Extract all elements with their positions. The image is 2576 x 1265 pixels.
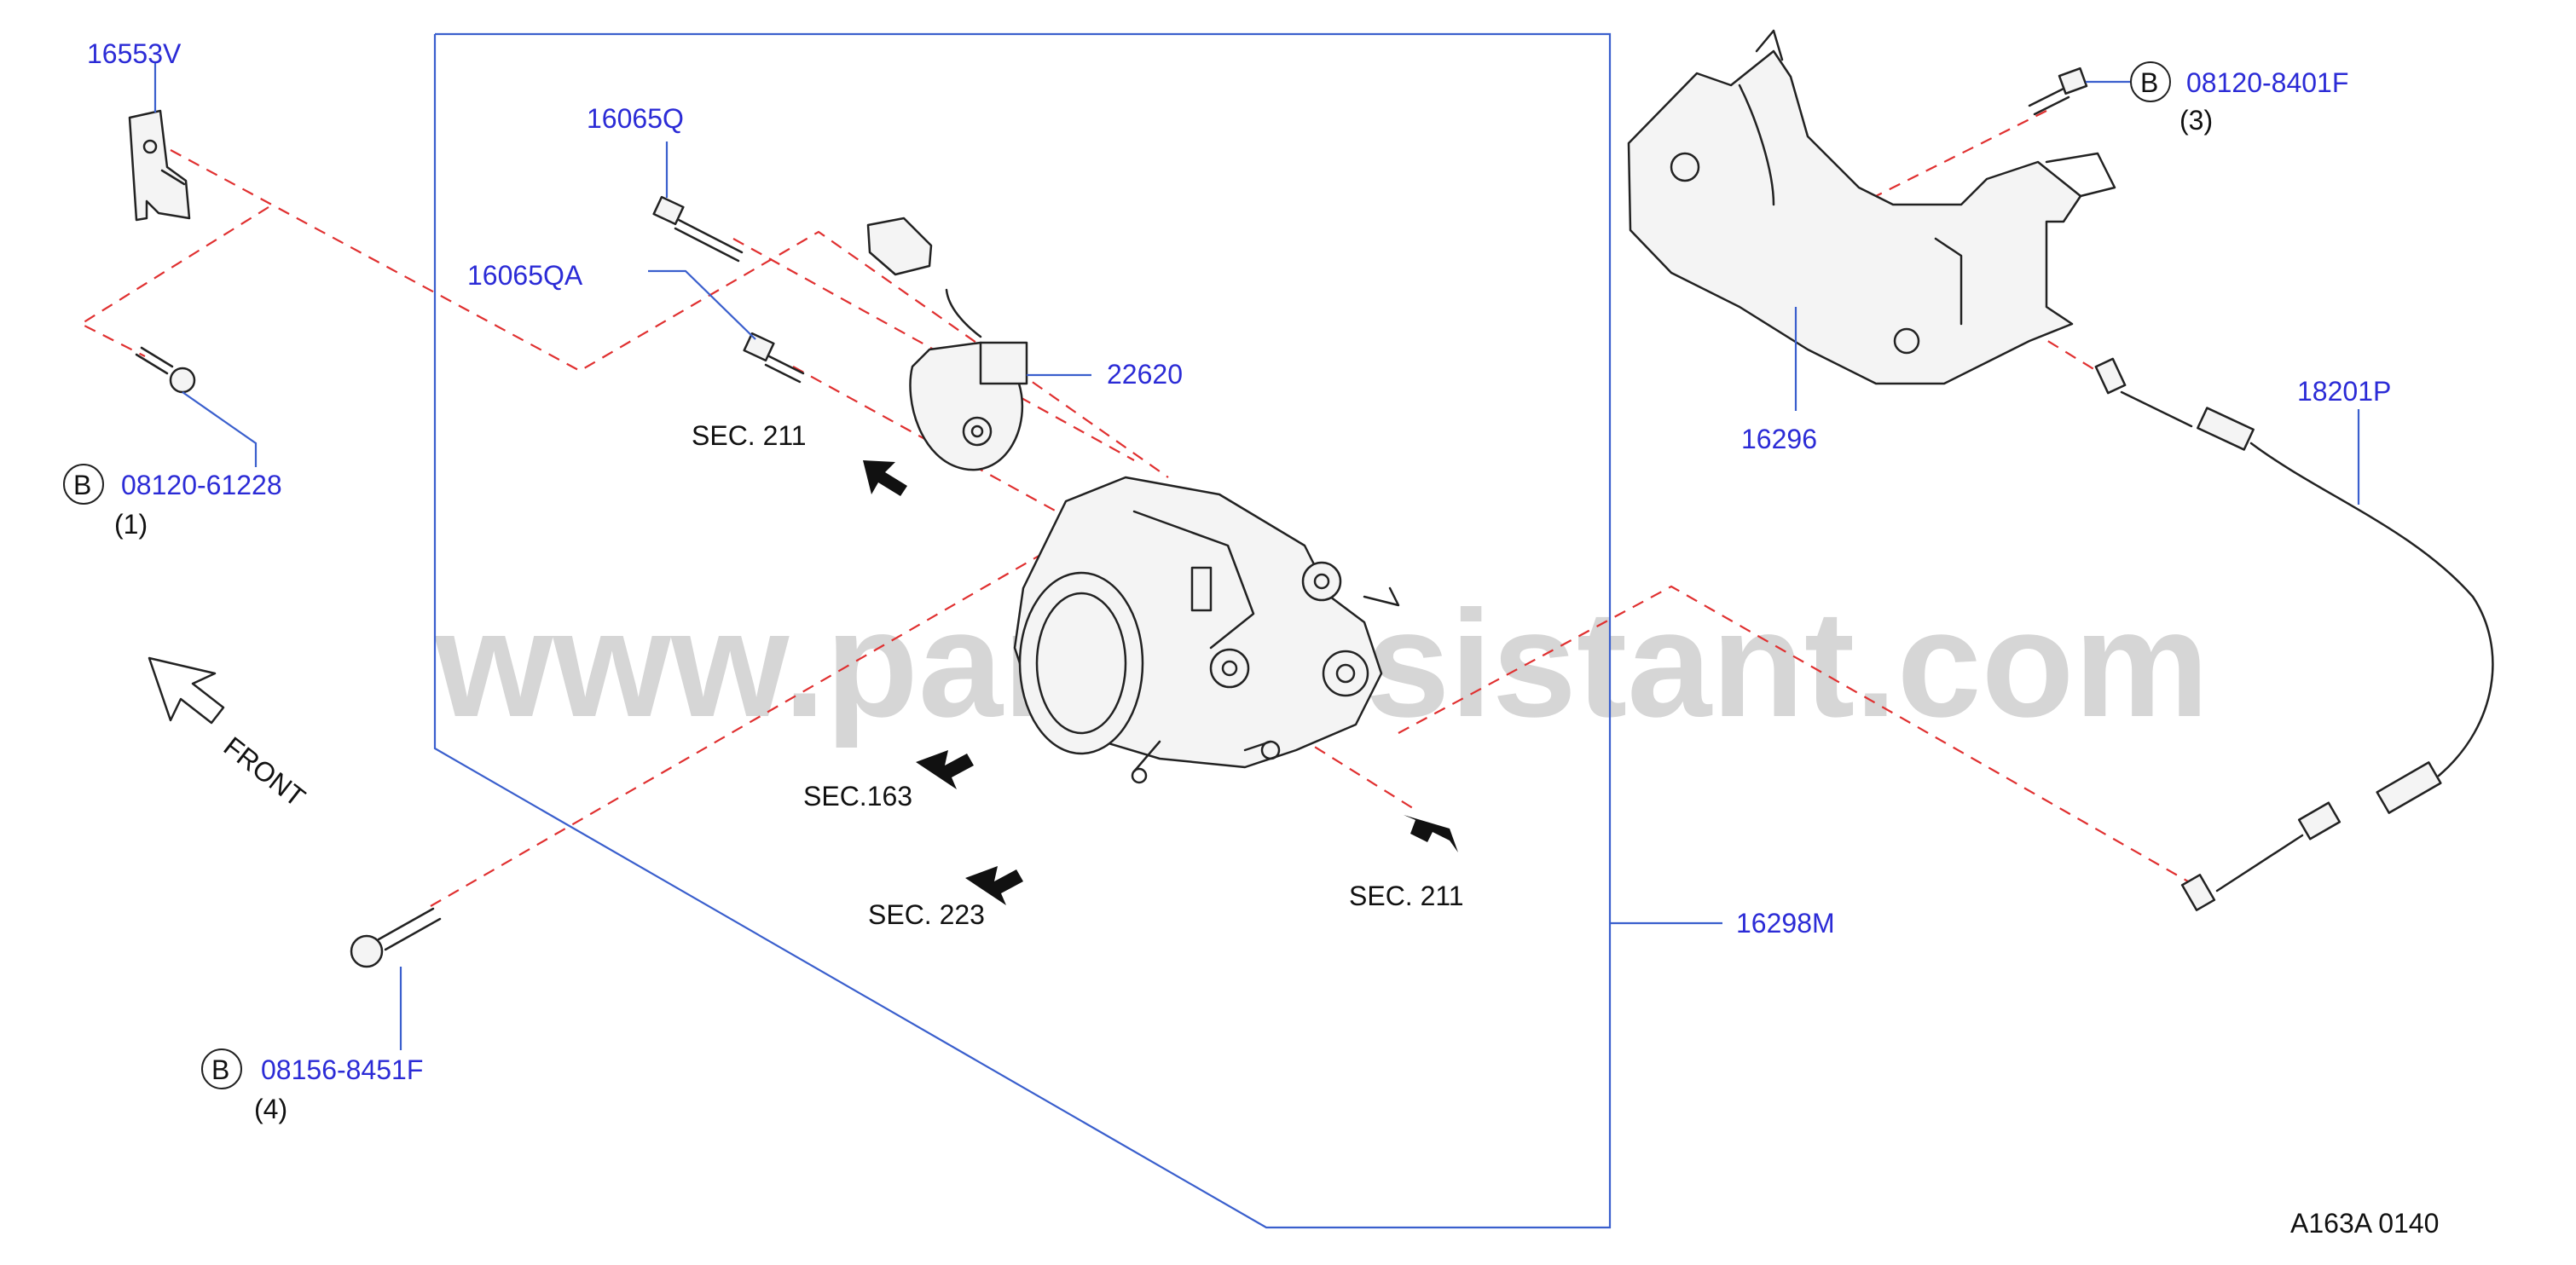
arrow-sec163 [916, 750, 974, 789]
diagram-code: A163A 0140 [2290, 1208, 2439, 1239]
throttle-body [1013, 476, 1400, 784]
callout-08120-61228: B 08120-61228 (1) [63, 464, 282, 540]
qty-1: (1) [114, 509, 148, 540]
leader-16065QA [648, 269, 756, 340]
bolt-16065Q [652, 195, 744, 263]
label-16065QA: 16065QA [467, 260, 583, 291]
arrow-sec223 [965, 866, 1023, 905]
qty-3: (3) [2179, 105, 2213, 136]
assembly-outline [433, 32, 1612, 1229]
label-08156-8451F: 08156-8451F [261, 1054, 423, 1085]
front-label: FRONT [218, 731, 311, 812]
label-22620: 22620 [1107, 359, 1183, 390]
label-08120-8401F: 08120-8401F [2186, 67, 2348, 98]
label-16553V: 16553V [87, 38, 182, 69]
bolt-08120-8401F [2028, 66, 2088, 116]
label-sec211-top: SEC. 211 [692, 420, 807, 451]
arrow-sec211-right [1404, 815, 1458, 852]
label-16065Q: 16065Q [587, 103, 684, 134]
bolt-16065QA [743, 332, 805, 384]
callout-08156-8451F: B 08156-8451F (4) [201, 1048, 423, 1124]
bracket-16296 [1627, 29, 2116, 385]
bracket-16553V [128, 109, 191, 222]
sensor-22620 [866, 217, 1028, 471]
label-18201P: 18201P [2297, 376, 2391, 407]
label-16298M: 16298M [1736, 908, 1835, 939]
qty-4: (4) [254, 1094, 287, 1124]
label-16296: 16296 [1741, 424, 1817, 454]
b-mark: B [211, 1054, 229, 1085]
leader-08120-61228 [182, 391, 258, 467]
label-sec163: SEC.163 [803, 781, 912, 812]
arrow-sec211-top [863, 460, 907, 496]
label-sec211-right: SEC. 211 [1349, 881, 1464, 911]
bolt-08120-61228 [135, 346, 196, 394]
bolt-08156-8451F [350, 907, 442, 968]
callout-08120-8401F: B 08120-8401F (3) [2130, 61, 2348, 136]
front-arrow-icon [148, 656, 225, 725]
label-08120-61228: 08120-61228 [121, 470, 282, 500]
label-sec223: SEC. 223 [868, 899, 985, 930]
cable-18201P [2094, 357, 2494, 911]
b-mark: B [2140, 67, 2158, 98]
b-mark: B [73, 470, 91, 500]
